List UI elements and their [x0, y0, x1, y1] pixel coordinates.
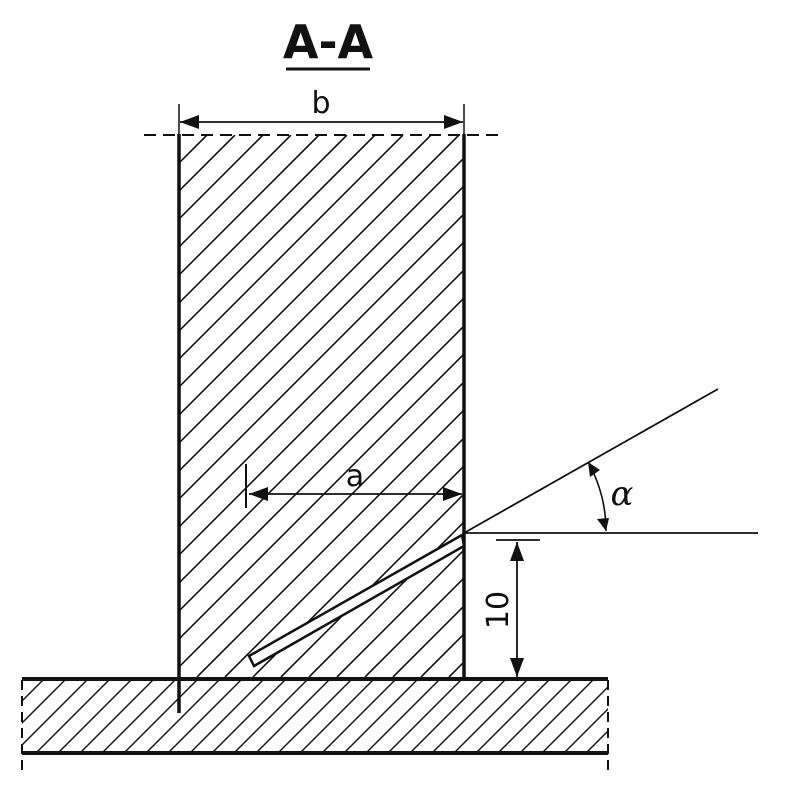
base-hatch-line — [22, 679, 89, 746]
base-hatch-line — [123, 679, 199, 753]
base-hatch-line — [475, 679, 551, 753]
inclined-rod — [247, 533, 466, 668]
wall-hatch-line — [477, 135, 800, 677]
wall-hatch-line — [179, 352, 464, 641]
dimension-b-label: b — [311, 86, 330, 121]
wall-hatch-line — [0, 135, 151, 677]
base-hatch-line — [22, 679, 45, 702]
base-hatch-line — [519, 679, 595, 753]
wall-hatch-line — [179, 135, 404, 361]
wall-hatch-line — [179, 135, 292, 249]
wall-hatch-line — [179, 135, 236, 193]
base-hatching — [22, 679, 608, 753]
dimension-10-label: 10 — [481, 591, 516, 629]
wall-hatch-line — [179, 380, 464, 669]
dimension-a-arrow-left — [249, 487, 268, 501]
wall-hatch-line — [179, 156, 464, 445]
base-hatch-line — [343, 679, 419, 753]
base-hatch-line — [233, 679, 309, 753]
base-hatch-line — [167, 679, 243, 753]
base-hatch-line — [255, 679, 331, 753]
wall-hatch-line — [196, 408, 464, 677]
wall-hatch-line — [179, 135, 348, 305]
wall-hatch-line — [179, 212, 464, 501]
base-hatch-line — [189, 679, 265, 753]
wall-hatch-line — [179, 135, 432, 389]
dimension-a-label: a — [346, 459, 364, 494]
wall-hatching — [0, 135, 800, 677]
wall-hatch-line — [179, 324, 464, 613]
wall-hatch-line — [179, 268, 464, 557]
base-hatch-line — [365, 679, 441, 753]
wall-hatch-line — [179, 135, 376, 333]
base-hatch-line — [79, 679, 155, 753]
dimension-10-arrow-bottom — [510, 658, 524, 677]
angle-alpha-arrow-bottom — [597, 518, 609, 531]
wall-hatch-line — [364, 576, 464, 677]
wall-hatch-line — [179, 135, 180, 137]
base-hatch-line — [585, 730, 608, 753]
base-hatch-line — [211, 679, 287, 753]
base-hatch-line — [35, 679, 111, 753]
angle-alpha-arrow-top — [588, 462, 600, 477]
dimension-b-arrow-right — [444, 115, 463, 129]
wall-hatch-line — [392, 604, 464, 677]
wall-hatch-line — [224, 436, 464, 677]
base-hatch-line — [277, 679, 353, 753]
base-hatch-line — [453, 679, 529, 753]
wall-hatch-line — [308, 520, 464, 677]
base-hatch-line — [563, 708, 608, 753]
base-hatch-line — [321, 679, 397, 753]
angle-reference-inclined — [463, 388, 719, 534]
base-hatch-line — [607, 752, 608, 753]
wall-hatch-line — [179, 240, 464, 529]
wall-hatch-line — [179, 135, 208, 165]
dimension-10-arrow-top — [510, 542, 524, 561]
wall-hatch-line — [179, 135, 264, 221]
wall-hatch-line — [336, 548, 464, 677]
wall-hatch-line — [252, 464, 464, 677]
base-hatch-line — [431, 679, 507, 753]
wall-hatch-line — [179, 135, 460, 417]
base-hatch-line — [101, 679, 177, 753]
wall-hatch-line — [420, 632, 464, 677]
base-hatch-line — [299, 679, 375, 753]
base-hatch-line — [57, 679, 133, 753]
angle-alpha-label: α — [611, 474, 634, 514]
dimension-b-arrow-left — [180, 115, 199, 129]
wall-hatch-line — [179, 184, 464, 473]
base-hatch-line — [22, 679, 67, 724]
base-hatch-line — [387, 679, 463, 753]
base-hatch-line — [145, 679, 221, 753]
section-title: A-A — [283, 15, 374, 69]
base-hatch-line — [22, 679, 23, 680]
base-hatch-line — [409, 679, 485, 753]
dimension-a-arrow-right — [443, 487, 462, 501]
wall-hatch-line — [179, 135, 320, 277]
base-hatch-line — [541, 686, 608, 753]
wall-hatch-line — [179, 296, 464, 585]
base-hatch-line — [497, 679, 573, 753]
